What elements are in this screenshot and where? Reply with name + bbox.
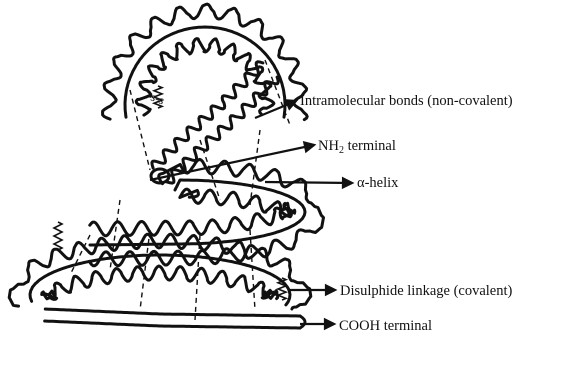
disulphide-bridge-left xyxy=(54,222,62,250)
arrow-nh2-terminal-head xyxy=(304,142,314,151)
cooh-tail-top xyxy=(45,309,300,316)
arrow-alpha-helix xyxy=(265,178,352,187)
label-disulphide-linkage: Disulphide linkage (covalent) xyxy=(340,283,512,299)
arrow-alpha-helix-shaft xyxy=(265,182,352,183)
ss-bond-text: s-s xyxy=(149,90,167,108)
label-intramolecular-bonds: Intramolecular bonds (non-covalent) xyxy=(300,93,513,109)
label-cooh-terminal: COOH terminal xyxy=(339,318,432,334)
bond-line-9 xyxy=(130,90,150,170)
lower-helix-core xyxy=(30,255,290,305)
cooh-tail-bottom xyxy=(45,321,300,328)
nh2-helix-inner xyxy=(167,77,278,183)
disulphide-bridge-right xyxy=(278,278,286,300)
nh2-helix-outer xyxy=(152,62,263,168)
cooh-tail-end xyxy=(300,316,305,328)
arrow-alpha-helix-head xyxy=(343,178,352,187)
arrow-cooh-terminal-head xyxy=(325,320,334,329)
arrow-disulphide-linkage-head xyxy=(326,286,335,295)
bond-line-7 xyxy=(250,230,255,310)
nh2-suffix: terminal xyxy=(344,138,396,154)
lower-helix-outer xyxy=(42,266,278,299)
label-alpha-helix: α-helix xyxy=(357,175,398,191)
middle-helix-outer xyxy=(90,189,295,236)
coiled-polypeptide-chain xyxy=(9,4,323,328)
label-nh2-terminal: NH2 terminal xyxy=(318,138,396,154)
nh2-prefix: NH xyxy=(318,138,339,154)
